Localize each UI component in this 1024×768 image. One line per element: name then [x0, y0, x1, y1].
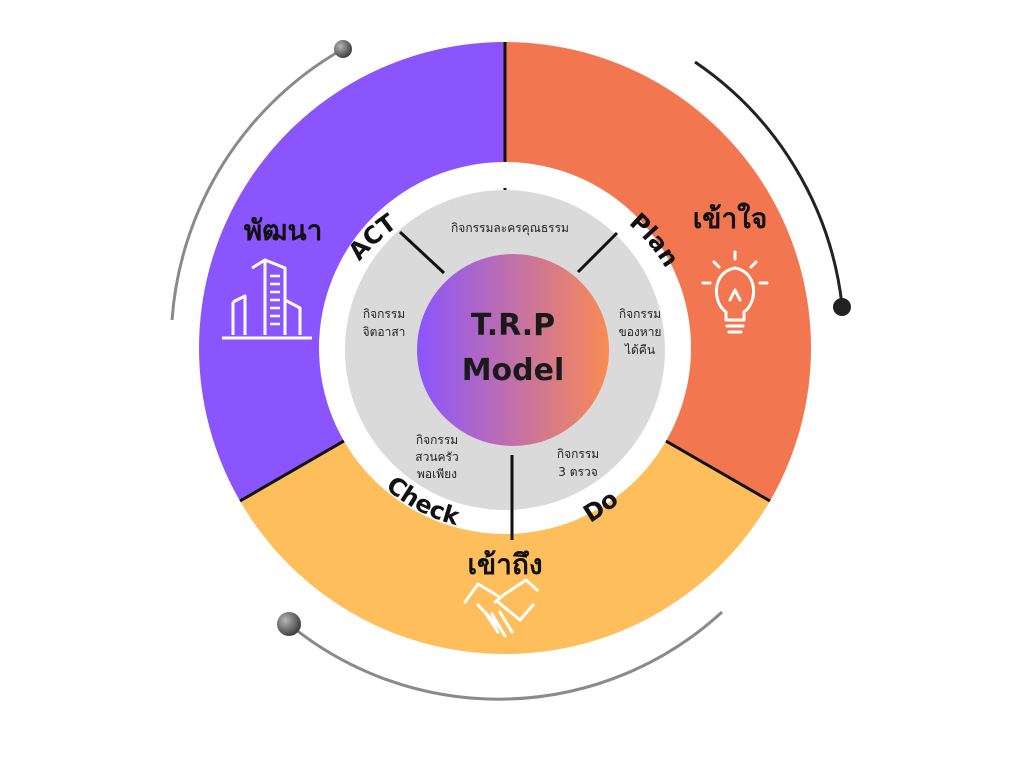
activity-bottom-left-line1: กิจกรรม	[416, 433, 458, 447]
decorative-arcs	[170, 40, 851, 701]
activity-right-line1: กิจกรรม	[619, 307, 661, 321]
center-title-line1: T.R.P	[471, 308, 555, 343]
outer-label-understand: เข้าใจ	[693, 202, 768, 235]
handshake-icon	[463, 578, 539, 638]
lightbulb-icon	[701, 250, 769, 334]
center-circle	[417, 254, 609, 446]
inner-divider-upper-left	[398, 230, 446, 275]
inner-dividers	[398, 188, 619, 540]
activity-bottom-right-line1: กิจกรรม	[557, 447, 599, 461]
inner-divider-upper-right	[576, 231, 619, 274]
activity-right-line3: ได้คืน	[624, 343, 655, 357]
activity-left-line2: จิตอาสา	[363, 325, 406, 339]
arc-bottom	[289, 610, 724, 701]
activity-top: กิจกรรมละครคุณธรรม	[451, 221, 569, 236]
arc-top-right	[694, 60, 844, 306]
activity-right-line2: ของหาย	[619, 325, 662, 339]
arc-knob-right	[833, 298, 851, 316]
activity-left-line1: กิจกรรม	[363, 307, 405, 321]
building-icon	[222, 258, 312, 340]
arc-top-left	[170, 47, 344, 321]
outer-label-access: เข้าถึง	[467, 548, 542, 581]
center-title-line2: Model	[462, 353, 565, 388]
activity-bottom-left-line2: สวนครัว	[415, 450, 458, 464]
activity-bottom-left-line3: พอเพียง	[417, 467, 457, 481]
outer-label-develop: พัฒนา	[244, 214, 323, 247]
arc-knob-top-left	[334, 40, 352, 58]
activity-bottom-right-line2: 3 ตรวจ	[558, 465, 597, 479]
arc-knob-bottom	[277, 612, 301, 636]
